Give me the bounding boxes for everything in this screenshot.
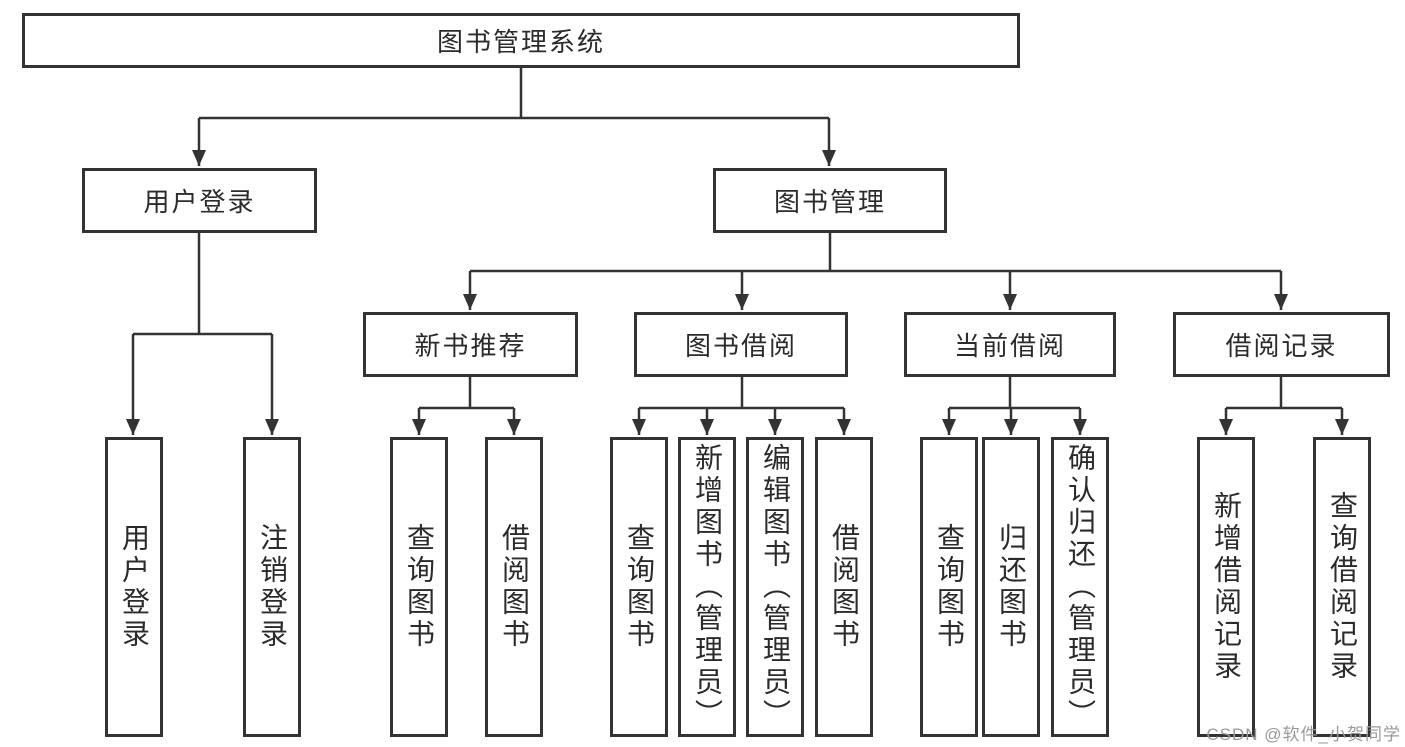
node-label: 图书管理系统 xyxy=(436,27,605,57)
leaf-user-login: 用户登录 xyxy=(105,437,163,737)
node-label: 图书管理 xyxy=(773,187,886,217)
node-book-management: 图书管理 xyxy=(713,168,947,233)
leaf-label: 注销登录 xyxy=(257,523,288,651)
leaf-query-books-2: 查询图书 xyxy=(610,437,668,737)
leaf-label: 编辑图书（管理员） xyxy=(760,443,791,731)
node-current-borrowing: 当前借阅 xyxy=(904,312,1116,377)
node-label: 当前借阅 xyxy=(953,331,1066,361)
node-label: 图书借阅 xyxy=(684,331,797,361)
leaf-label: 新增图书（管理员） xyxy=(692,443,723,731)
leaf-label: 查询借阅记录 xyxy=(1327,491,1358,683)
leaf-label: 用户登录 xyxy=(119,523,150,651)
node-label: 用户登录 xyxy=(143,187,256,217)
leaf-borrow-books-1: 借阅图书 xyxy=(485,437,543,737)
leaf-add-borrow-record: 新增借阅记录 xyxy=(1197,437,1255,737)
leaf-confirm-return-admin: 确认归还（管理员） xyxy=(1051,437,1109,737)
leaf-label: 查询图书 xyxy=(404,523,435,651)
node-label: 借阅记录 xyxy=(1225,331,1338,361)
node-user-login: 用户登录 xyxy=(82,168,317,233)
leaf-borrow-books-2: 借阅图书 xyxy=(815,437,873,737)
node-label: 新书推荐 xyxy=(414,331,527,361)
node-new-book-recommendation: 新书推荐 xyxy=(363,312,578,377)
leaf-query-books-3: 查询图书 xyxy=(920,437,978,737)
leaf-label: 新增借阅记录 xyxy=(1211,491,1242,683)
leaf-query-books-1: 查询图书 xyxy=(390,437,448,737)
leaf-query-borrow-record: 查询借阅记录 xyxy=(1313,437,1371,737)
leaf-edit-books-admin: 编辑图书（管理员） xyxy=(746,437,804,737)
leaf-label: 借阅图书 xyxy=(829,523,860,651)
leaf-label: 查询图书 xyxy=(934,523,965,651)
leaf-label: 借阅图书 xyxy=(499,523,530,651)
leaf-add-books-admin: 新增图书（管理员） xyxy=(678,437,736,737)
node-library-management-system: 图书管理系统 xyxy=(22,13,1020,68)
leaf-label: 查询图书 xyxy=(624,523,655,651)
node-borrowing-records: 借阅记录 xyxy=(1173,312,1390,377)
leaf-label: 归还图书 xyxy=(996,523,1027,651)
leaf-label: 确认归还（管理员） xyxy=(1065,443,1096,731)
leaf-return-books: 归还图书 xyxy=(982,437,1040,737)
leaf-logout: 注销登录 xyxy=(243,437,301,737)
node-book-borrowing: 图书借阅 xyxy=(634,312,848,377)
csdn-watermark: CSDN @软件_小贺同学 xyxy=(1206,725,1401,744)
